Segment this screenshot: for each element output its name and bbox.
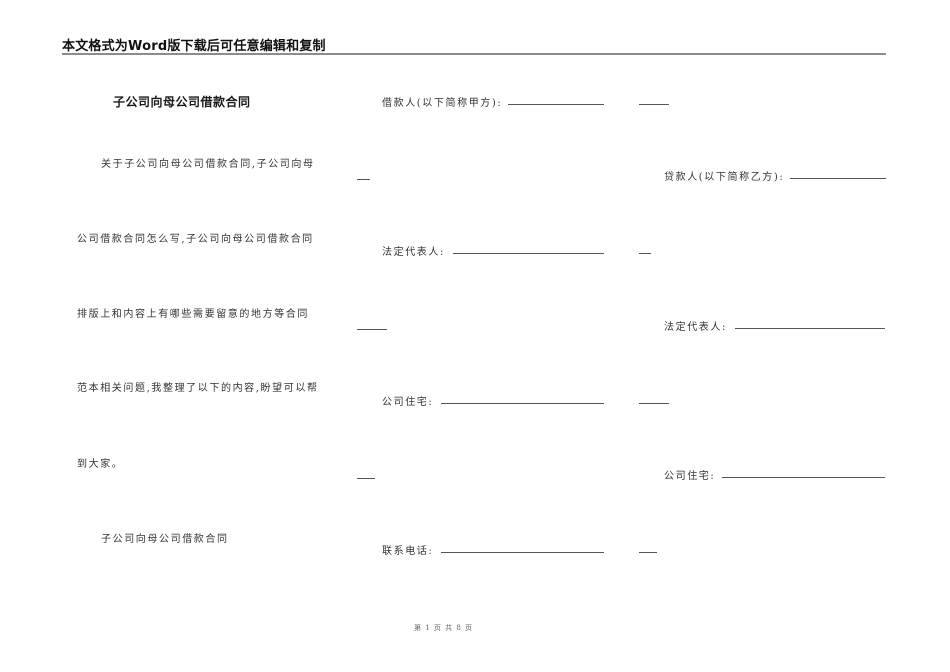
intro-line-1: 关于子公司向母公司借款合同,子公司向母 [101,159,315,170]
lender-legal-rep-label: 法定代表人: [664,322,727,333]
lender-name-field[interactable] [790,178,886,179]
lender-address-field[interactable] [722,477,885,478]
lender-address-label: 公司住宅: [664,471,716,482]
lender-label: 贷款人(以下简称乙方): [664,172,785,183]
page-indicator: 第 1 页 共 8 页 [414,624,474,632]
lender-legal-rep-field[interactable] [735,328,885,329]
document-title: 子公司向母公司借款合同 [113,95,251,109]
borrower-legal-rep-field[interactable] [453,253,604,254]
borrower-address-field-tail[interactable] [357,478,375,479]
intro-line-2: 公司借款合同怎么写,子公司向母公司借款合同 [77,234,314,245]
borrower-address-field-cont[interactable] [639,403,669,404]
borrower-name-field-cont[interactable] [639,104,669,105]
borrower-phone-field-cont[interactable] [639,552,657,553]
borrower-name-field-tail[interactable] [357,179,370,180]
borrower-address-label: 公司住宅: [382,397,434,408]
intro-line-4: 范本相关问题,我整理了以下的内容,盼望可以帮 [77,383,319,394]
borrower-label: 借款人(以下简称甲方): [382,98,503,109]
intro-line-5: 到大家。 [77,459,124,470]
borrower-legal-rep-label: 法定代表人: [382,247,445,258]
header-banner-text: 本文格式为Word版下载后可任意编辑和复制 [62,39,326,54]
borrower-phone-label: 联系电话: [382,546,434,557]
document-header: 本文格式为Word版下载后可任意编辑和复制 [62,34,886,55]
borrower-legal-rep-field-tail[interactable] [357,329,387,330]
borrower-name-field[interactable] [508,104,604,105]
intro-line-3: 排版上和内容上有哪些需要留意的地方等合同 [77,309,309,320]
borrower-address-field[interactable] [441,403,604,404]
borrower-legal-rep-field-cont[interactable] [639,253,651,254]
section-subtitle: 子公司向母公司借款合同 [101,534,229,545]
borrower-phone-field[interactable] [441,552,604,553]
